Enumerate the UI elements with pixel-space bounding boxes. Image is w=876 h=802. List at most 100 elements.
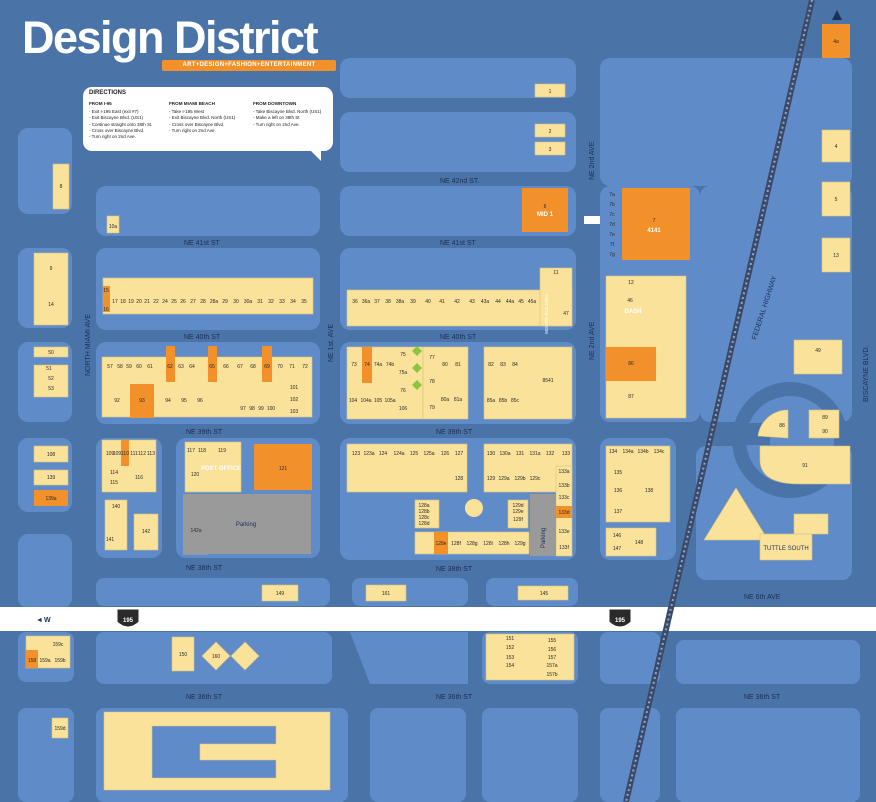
parking-lot-a[interactable] xyxy=(183,494,311,554)
lot-label-3: 3 xyxy=(549,147,552,153)
lot-label-40: 40 xyxy=(425,299,431,305)
row-73-106 xyxy=(346,346,424,420)
lot-label-12: 12 xyxy=(628,280,634,286)
lot-label-4: 4 xyxy=(835,144,838,150)
building-5 xyxy=(821,181,851,217)
lot-label-98: 98 xyxy=(249,406,255,412)
lot-label-159a: 159a xyxy=(39,658,50,664)
building-1 xyxy=(534,83,566,98)
building-large xyxy=(103,711,331,791)
lot-label-124a: 124a xyxy=(393,451,404,457)
lot-label-44: 44 xyxy=(495,299,501,305)
lot-label-132: 132 xyxy=(546,451,555,457)
lot-label-22: 22 xyxy=(153,299,159,305)
lot-label-7e: 7e xyxy=(609,232,615,238)
lot-label-130: 130 xyxy=(487,451,496,457)
lot-label-7b: 7b xyxy=(609,202,615,208)
lot-label-51: 51 xyxy=(46,366,52,372)
lot-label-120: 120 xyxy=(191,472,200,478)
lot-label-32: 32 xyxy=(268,299,274,305)
lot-label-5: 5 xyxy=(835,197,838,203)
shield-number: 195 xyxy=(615,618,626,624)
lot-label-50: 50 xyxy=(48,350,54,356)
place-labels: MID 1 4141 DASH POST OFFICE Parking Park… xyxy=(201,212,809,552)
lot-label-28: 28 xyxy=(200,299,206,305)
lot-label-159c: 159c xyxy=(53,642,64,648)
lot-label-25: 25 xyxy=(171,299,177,305)
lot-label-134a: 134a xyxy=(622,449,633,455)
directions-line: - Exit Biscayne Blvd. (US1) xyxy=(89,115,144,121)
lot-label-77: 77 xyxy=(429,355,435,361)
lot-label-30a: 30a xyxy=(244,299,253,305)
lot-label-137: 137 xyxy=(614,509,623,515)
street-ne38-west: NE 38th ST xyxy=(186,565,223,572)
lot-label-93: 93 xyxy=(139,398,145,404)
road-segment xyxy=(700,423,770,445)
lot-label-114: 114 xyxy=(110,470,118,476)
lot-label-8541: 8541 xyxy=(542,378,553,384)
building-13 xyxy=(821,237,851,273)
block xyxy=(600,58,852,186)
directions-from-miami-beach: FROM MIAMI BEACH - Take I-195 West - Exi… xyxy=(169,101,249,134)
lot-label-14: 14 xyxy=(48,302,54,308)
lot-label-105a: 105a xyxy=(384,398,395,404)
lot-label-62: 62 xyxy=(167,364,173,370)
lot-label-6: 6 xyxy=(544,204,547,210)
lot-label-100: 100 xyxy=(267,406,276,412)
lot-label-30: 30 xyxy=(233,299,239,305)
lot-label-27: 27 xyxy=(190,299,196,305)
lot-label-82: 82 xyxy=(488,362,494,368)
shield-number: 195 xyxy=(123,618,134,624)
street-ne36-mid: NE 36th ST xyxy=(436,694,473,701)
lot-label-43: 43 xyxy=(469,299,475,305)
parking-lot-b[interactable] xyxy=(530,494,556,556)
building-50 xyxy=(33,346,69,358)
directions-line: - Turn right on 2nd Ave. xyxy=(253,121,300,127)
lot-label-123a: 123a xyxy=(363,451,374,457)
lot-label-126: 126 xyxy=(441,451,450,457)
lot-label-133: 133 xyxy=(562,451,571,457)
lot-label-74b: 74b xyxy=(386,362,395,368)
lot-label-37: 37 xyxy=(374,299,380,305)
lot-label-87: 87 xyxy=(628,394,634,400)
street-ne36-west: NE 36th ST xyxy=(186,694,223,701)
street-ne39-east: NE 39th ST xyxy=(436,429,473,436)
tuttle-wedge xyxy=(703,487,769,541)
building-150 xyxy=(171,636,195,672)
lot-label-45a: 45a xyxy=(528,299,537,305)
walkway xyxy=(584,216,600,224)
i195-shield-left: 195 xyxy=(116,608,140,628)
west-label: W xyxy=(44,617,51,624)
directions-from-i95: FROM I-95 - Exit I-195 East (exit #7) - … xyxy=(89,101,169,140)
row-15-35 xyxy=(102,277,314,315)
label-moore-building: MOORE BUILDING xyxy=(544,294,549,334)
lot-label-9: 9 xyxy=(50,266,53,272)
directions-heading: FROM MIAMI BEACH xyxy=(169,101,215,106)
row-36-45a xyxy=(346,289,573,327)
lot-label-127: 127 xyxy=(455,451,464,457)
lot-label-33: 33 xyxy=(279,299,285,305)
lot-label-89: 89 xyxy=(822,415,828,421)
post-office xyxy=(184,441,242,493)
lot-label-75: 75 xyxy=(400,352,406,358)
lot-label-112: 112 xyxy=(138,451,146,457)
lot-label-53: 53 xyxy=(48,386,54,392)
lot-label-125a: 125a xyxy=(423,451,434,457)
directions-line: - Cross over Biscayne Blvd. xyxy=(89,127,145,133)
building-51-53 xyxy=(33,364,69,398)
lot-label-19: 19 xyxy=(128,299,134,305)
row-77-81a xyxy=(422,346,469,420)
lot-label-135: 135 xyxy=(614,470,623,476)
building-149 xyxy=(261,584,299,602)
block xyxy=(340,112,576,172)
building-142 xyxy=(133,513,159,551)
lot-label-110: 110 xyxy=(121,451,129,457)
block xyxy=(676,708,860,802)
lot-label-71: 71 xyxy=(289,364,295,370)
lot-label-109b: 109 xyxy=(113,451,122,457)
street-ne38-east: NE 38th ST xyxy=(436,566,473,573)
lot-label-90: 90 xyxy=(822,429,828,435)
lot-label-29: 29 xyxy=(222,299,228,305)
